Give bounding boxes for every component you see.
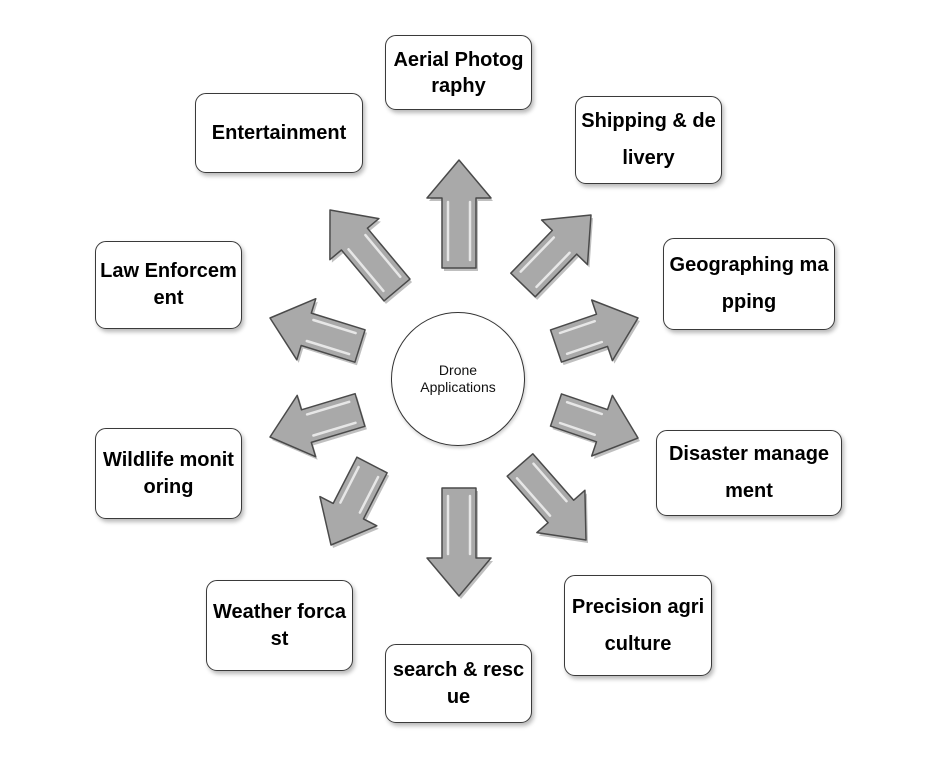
arrow-to-aerial-photography — [426, 159, 493, 271]
arrows-group — [269, 159, 640, 599]
arrow-to-geographing-mapping — [549, 299, 640, 366]
center-label: Drone Applications — [420, 362, 496, 395]
center-node: Drone Applications — [391, 312, 525, 446]
node-label: Aerial Photography — [393, 48, 524, 97]
arrow-body — [426, 159, 492, 269]
arrow-highlight — [358, 475, 380, 514]
arrow-highlight — [558, 319, 596, 335]
arrow-to-wildlife-monitoring — [269, 392, 367, 460]
node-label: Wildlife monitoring — [103, 448, 234, 498]
arrow-body — [269, 392, 366, 458]
arrow-body — [329, 209, 411, 302]
arrow-to-weather-forcast — [319, 456, 390, 548]
arrow-to-entertainment — [329, 209, 413, 304]
node-wildlife-monitoring: Wildlife monitoring — [95, 428, 242, 519]
node-entertainment: Entertainment — [195, 93, 363, 173]
arrow-highlight — [515, 477, 552, 517]
arrow-to-law-enforcement — [269, 297, 368, 366]
node-label: Geographing mapping — [669, 254, 829, 313]
arrow-body — [319, 456, 388, 546]
node-precision-agriculture: Precision agriculture — [564, 575, 712, 676]
arrow-highlight — [565, 340, 604, 356]
node-label: Shipping & delivery — [581, 110, 716, 169]
arrow-to-disaster-management — [549, 393, 640, 460]
node-disaster-management: Disaster management — [656, 430, 842, 516]
node-aerial-photography: Aerial Photography — [385, 35, 532, 110]
node-search-rescue: search & rescue — [385, 644, 532, 723]
arrow-body — [269, 297, 366, 363]
arrow-highlight — [364, 233, 402, 279]
node-label: Entertainment — [211, 121, 347, 144]
node-law-enforcement: Law Enforcement — [95, 241, 242, 329]
node-label: Disaster management — [668, 443, 830, 502]
node-shipping-delivery: Shipping & delivery — [575, 96, 722, 184]
arrow-body — [510, 214, 592, 298]
node-label: Precision agriculture — [571, 595, 705, 655]
node-weather-forcast: Weather forcast — [206, 580, 353, 671]
arrow-highlight — [519, 236, 556, 273]
arrow-body — [506, 453, 587, 541]
arrow-highlight — [305, 339, 351, 356]
arrow-to-shipping-delivery — [510, 214, 593, 300]
arrow-body — [549, 393, 639, 457]
arrow-highlight — [347, 248, 385, 293]
arrow-highlight — [312, 318, 357, 335]
node-label: search & rescue — [392, 658, 525, 708]
arrow-highlight — [305, 400, 351, 416]
arrow-body — [549, 299, 639, 363]
arrow-highlight — [312, 421, 357, 437]
arrow-highlight — [339, 465, 360, 504]
arrow-body — [426, 487, 492, 597]
node-geographing-mapping: Geographing mapping — [663, 238, 835, 330]
arrow-to-search-rescue — [426, 487, 493, 599]
arrow-highlight — [558, 421, 596, 437]
arrow-highlight — [532, 462, 568, 503]
node-label: Law Enforcement — [100, 260, 237, 309]
arrow-highlight — [535, 251, 571, 289]
node-label: Weather forcast — [212, 600, 346, 650]
arrow-to-precision-agriculture — [506, 453, 588, 543]
arrow-highlight — [565, 400, 604, 416]
